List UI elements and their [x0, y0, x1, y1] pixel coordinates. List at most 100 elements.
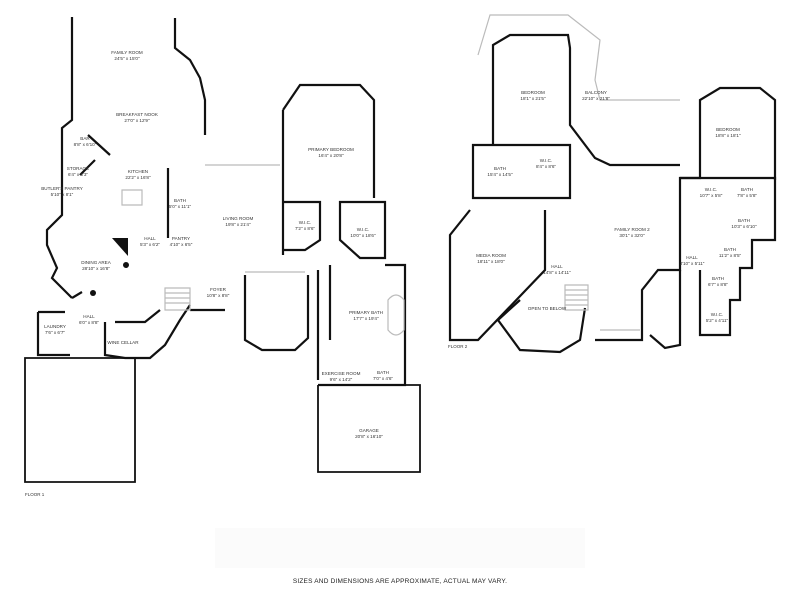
room-dimensions: 4'10" x 6'5": [169, 242, 193, 247]
room-dimensions: 28'10" x 16'8": [82, 266, 110, 271]
kitchen-island: [121, 189, 143, 206]
room-dimensions: 18'1" x 21'5": [520, 96, 546, 101]
room-label: Hall14'8" x 14'11": [543, 264, 570, 276]
wall-primary-bedroom: [281, 83, 376, 255]
room-dimensions: 18'8" x 18'1": [715, 133, 741, 138]
room-name: Exercise Room: [321, 371, 361, 376]
room-label: Wine Cellar: [107, 340, 138, 346]
room-dimensions: 5'2" x 4'11": [705, 318, 729, 323]
wall-primary-bath: [316, 263, 407, 387]
room-dimensions: 5'0" x 11'1": [168, 204, 192, 209]
room-name: W.I.C.: [356, 227, 370, 232]
window-row: [205, 164, 640, 331]
room-name: Media Room: [476, 253, 506, 258]
balcony-outline: [477, 14, 680, 101]
room-label: Storage6'4" x 5'3": [67, 166, 89, 178]
wall-wic-2: [338, 200, 387, 260]
room-name: Bedroom: [521, 90, 545, 95]
wall-media: [448, 209, 547, 342]
room-label: Bath15'4" x 14'5": [487, 166, 512, 178]
room-label: Bedroom18'1" x 21'5": [520, 90, 545, 102]
room-label: Media Room18'11" x 18'0": [476, 253, 506, 265]
room-label: Family Room24'5" x 15'0": [111, 50, 142, 62]
wall-garage-left: [24, 357, 136, 483]
room-name: Hall: [686, 255, 698, 260]
room-name: Garage: [359, 428, 379, 433]
room-name: Laundry: [44, 324, 66, 329]
wall-kitchen: [79, 134, 170, 238]
room-label: Breakfast Nook27'0" x 12'9": [116, 112, 158, 124]
room-label: Kitchen22'2" x 16'8": [125, 169, 150, 181]
room-name: Family Room 2: [614, 227, 650, 232]
room-dimensions: 22'10" x 21'8": [582, 96, 610, 101]
wall-hall-e: [649, 270, 682, 350]
wall-garage: [317, 384, 421, 473]
room-label: W.I.C.5'2" x 4'11": [706, 312, 728, 324]
wall-foyer: [190, 275, 310, 352]
room-name: Foyer: [210, 287, 226, 292]
room-name: Hall: [551, 264, 563, 269]
room-label: Living Room19'8" x 21'4": [223, 216, 254, 228]
room-name: Open to Below: [527, 306, 567, 311]
wall-wic-1: [283, 200, 322, 252]
room-name: Butler's Pantry: [41, 186, 83, 191]
room-dimensions: 10'7" x 5'8": [699, 193, 723, 198]
room-label: Bath10'3" x 6'10": [731, 218, 756, 230]
room-name: Family Room: [111, 50, 143, 55]
room-dimensions: 7'8" x 5'8": [736, 193, 758, 198]
room-name: Storage: [66, 166, 90, 171]
room-name: Bar: [80, 136, 90, 141]
room-dimensions: 17'7" x 19'4": [353, 316, 379, 321]
room-label: Bath7'8" x 5'8": [737, 187, 757, 199]
room-dimensions: 11'2" x 8'5": [718, 253, 742, 258]
room-label: Hall6'0" x 8'8": [79, 314, 99, 326]
room-name: Bedroom: [716, 127, 740, 132]
room-label: Family Room 230'1" x 32'0": [614, 227, 649, 239]
room-dimensions: 15'4" x 14'5": [487, 172, 513, 177]
room-label: Bath7'0" x 4'6": [373, 370, 393, 382]
room-name: W.I.C.: [539, 158, 553, 163]
room-dimensions: 30'1" x 32'0": [619, 233, 645, 238]
wall-family-right: [173, 18, 207, 135]
floor-1-label: FLOOR 1: [25, 492, 45, 497]
room-name: Pantry: [171, 236, 191, 241]
room-dimensions: 6'0" x 8'8": [78, 320, 100, 325]
room-label: Hall3'10" x 5'11": [680, 255, 705, 267]
room-label: W.I.C.7'2" x 8'6": [295, 220, 315, 232]
room-dimensions: 20'8" x 16'10": [355, 434, 383, 439]
room-dimensions: 7'6" x 6'7": [44, 330, 66, 335]
room-dimensions: 7'2" x 8'6": [294, 226, 316, 231]
room-dimensions: 8'8" x 6'10": [73, 142, 97, 147]
room-name: Bath: [741, 187, 753, 192]
room-name: Breakfast Nook: [116, 112, 158, 117]
room-dimensions: 19'8" x 21'4": [225, 222, 251, 227]
room-label: Bath6'7" x 8'8": [708, 276, 728, 288]
room-label: Balcony22'10" x 21'8": [582, 90, 610, 102]
wall-family-breakfast: [45, 17, 74, 299]
room-name: Primary Bedroom: [308, 147, 354, 152]
room-label: Open to Below: [528, 306, 566, 312]
room-dimensions: 16'4" x 20'8": [318, 153, 344, 158]
room-name: Wine Cellar: [107, 340, 139, 345]
room-dimensions: 24'5" x 15'0": [114, 56, 140, 61]
room-dimensions: 6'7" x 8'8": [707, 282, 729, 287]
room-name: Primary Bath: [349, 310, 383, 315]
wall-hall-2: [496, 299, 587, 354]
room-label: Bath11'2" x 8'5": [719, 247, 741, 259]
room-dimensions: 5'3" x 6'2": [139, 242, 161, 247]
wall-bedroom-nw: [491, 33, 680, 167]
room-label: Hall5'3" x 6'2": [140, 236, 160, 248]
wall-bath-nw: [471, 143, 572, 200]
chimney-block: [112, 238, 128, 256]
room-dimensions: 10'3" x 6'10": [731, 224, 757, 229]
bathtub: [387, 294, 405, 336]
room-name: Hall: [83, 314, 95, 319]
wall-dining-south: [71, 291, 191, 360]
room-name: Bath: [712, 276, 724, 281]
room-dimensions: 14'8" x 14'11": [543, 270, 571, 275]
room-name: Bath: [377, 370, 389, 375]
floor-2-label: FLOOR 2: [448, 344, 468, 349]
room-name: W.I.C.: [298, 220, 312, 225]
room-dimensions: 10'8" x 8'8": [206, 293, 230, 298]
